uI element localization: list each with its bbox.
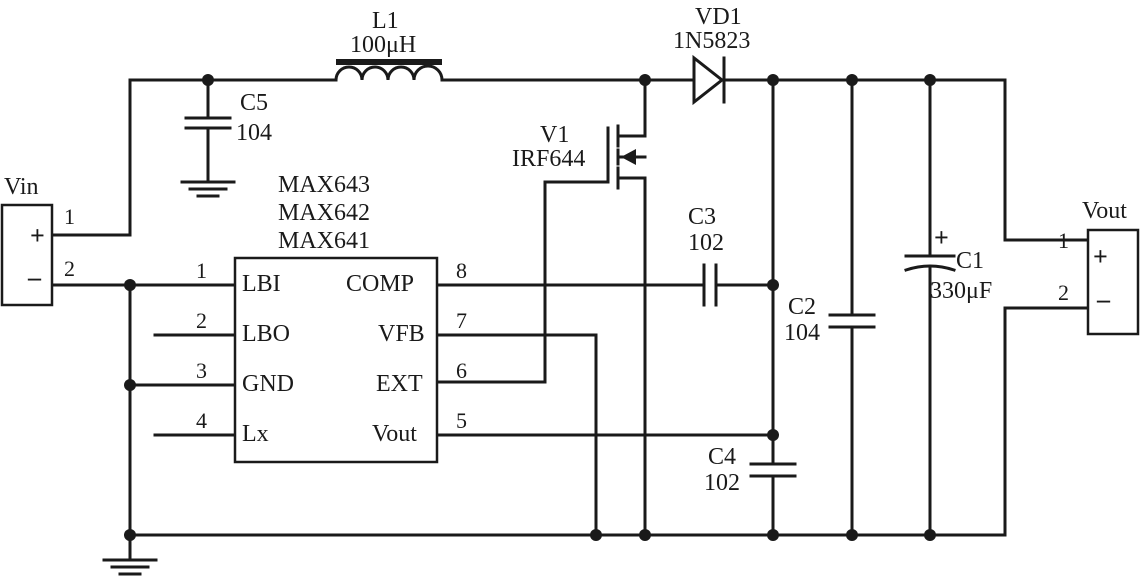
c3-name: C3 <box>688 204 716 230</box>
ic-pin-num: 8 <box>456 258 467 283</box>
wire-mosfet-source <box>623 176 647 537</box>
ic-pin-num: 7 <box>456 308 467 333</box>
ic-name-3: MAX641 <box>278 228 370 254</box>
capacitor-c5: C5 104 <box>184 90 272 146</box>
ic-pin-label: GND <box>242 371 294 397</box>
vin-plus-sign: + <box>30 221 45 250</box>
vin-label: Vin <box>4 174 39 200</box>
l1-value: 100μH <box>350 32 416 58</box>
ic-pin-num: 5 <box>456 408 467 433</box>
junction-dot <box>124 529 136 541</box>
capacitor-c1: + C1 330μF <box>904 223 992 304</box>
vd1-name: VD1 <box>695 4 742 30</box>
junction-dot <box>924 529 936 541</box>
ic-name-2: MAX642 <box>278 200 370 226</box>
l1-name: L1 <box>372 8 399 34</box>
vin-pin1-num: 1 <box>64 204 75 229</box>
vout-plus-sign: + <box>1093 242 1108 271</box>
ic-name-1: MAX643 <box>278 172 370 198</box>
inductor-l1: L1 100μH <box>334 8 444 82</box>
ic-pin-label: LBO <box>242 321 290 347</box>
junction-dot <box>124 279 136 291</box>
c5-name: C5 <box>240 90 268 116</box>
ic-pin-label: COMP <box>346 271 414 297</box>
ic-pin-label: EXT <box>376 371 423 397</box>
wire-vin-to-l1 <box>50 78 338 237</box>
wire-vfb <box>435 333 598 537</box>
vout-pin1-num: 1 <box>1058 228 1069 253</box>
mosfet-v1: V1 IRF644 <box>512 122 647 190</box>
c4-name: C4 <box>708 444 736 470</box>
junction-dot <box>767 74 779 86</box>
junction-dot <box>924 74 936 86</box>
ic-body <box>233 256 439 464</box>
wires <box>50 78 1090 562</box>
ic-pin-num: 6 <box>456 358 467 383</box>
vout-connector: Vout + – 1 2 <box>1058 198 1140 336</box>
capacitor-c2: C2 104 <box>784 294 876 346</box>
vin-connector-body <box>0 203 54 307</box>
ground-symbol-main <box>102 558 158 576</box>
c1-plus-sign: + <box>934 223 949 252</box>
ic-pin-num: 4 <box>196 408 207 433</box>
junction-dot <box>590 529 602 541</box>
junction-dot <box>846 74 858 86</box>
capacitor-c3: C3 102 <box>688 204 724 307</box>
mosfet-arrow <box>621 149 636 165</box>
ic-max64x: MAX643 MAX642 MAX641 1 LBI 2 LBO 3 GND 4… <box>196 172 467 464</box>
ic-pin-num: 3 <box>196 358 207 383</box>
ic-pin-label: VFB <box>378 321 425 347</box>
wire-output-rail <box>723 78 1090 242</box>
inductor-coil <box>334 64 444 82</box>
junction-dot <box>639 74 651 86</box>
vout-connector-body <box>1086 228 1140 336</box>
cap-plate-curved <box>904 264 956 272</box>
junction-dot <box>767 529 779 541</box>
ic-pin-num: 1 <box>196 258 207 283</box>
c1-name: C1 <box>956 248 984 274</box>
c2-name: C2 <box>788 294 816 320</box>
vin-pin2-num: 2 <box>64 256 75 281</box>
vout-minus-sign: – <box>1096 285 1111 314</box>
wire-gate-ext <box>435 180 610 384</box>
v1-name: V1 <box>540 122 569 148</box>
junction-dot <box>767 429 779 441</box>
c5-value: 104 <box>236 120 272 146</box>
vin-connector: Vin + – 1 2 <box>0 174 75 307</box>
vout-pin2-num: 2 <box>1058 280 1069 305</box>
vout-label: Vout <box>1082 198 1127 224</box>
junction-dot <box>202 74 214 86</box>
capacitor-c4: C4 102 <box>704 444 797 496</box>
c1-value: 330μF <box>930 278 992 304</box>
junction-dot <box>639 529 651 541</box>
c2-value: 104 <box>784 320 820 346</box>
ground-symbol-c5 <box>180 180 236 198</box>
wire-ground-bus <box>128 283 1090 537</box>
junction-dot <box>124 379 136 391</box>
v1-value: IRF644 <box>512 146 585 172</box>
wire-mosfet-drain <box>623 78 647 138</box>
ic-pin-num: 2 <box>196 308 207 333</box>
junctions <box>124 74 936 541</box>
ic-pin-label: Lx <box>242 421 269 447</box>
diode-triangle <box>692 54 725 106</box>
vin-minus-sign: – <box>27 263 42 292</box>
ic-pin-label: LBI <box>242 271 281 297</box>
ic-pin-label: Vout <box>372 421 417 447</box>
junction-dot <box>846 529 858 541</box>
c4-value: 102 <box>704 470 740 496</box>
junction-dot <box>767 279 779 291</box>
diode-vd1: VD1 1N5823 <box>673 4 750 106</box>
c3-value: 102 <box>688 230 724 256</box>
vd1-value: 1N5823 <box>673 28 750 54</box>
